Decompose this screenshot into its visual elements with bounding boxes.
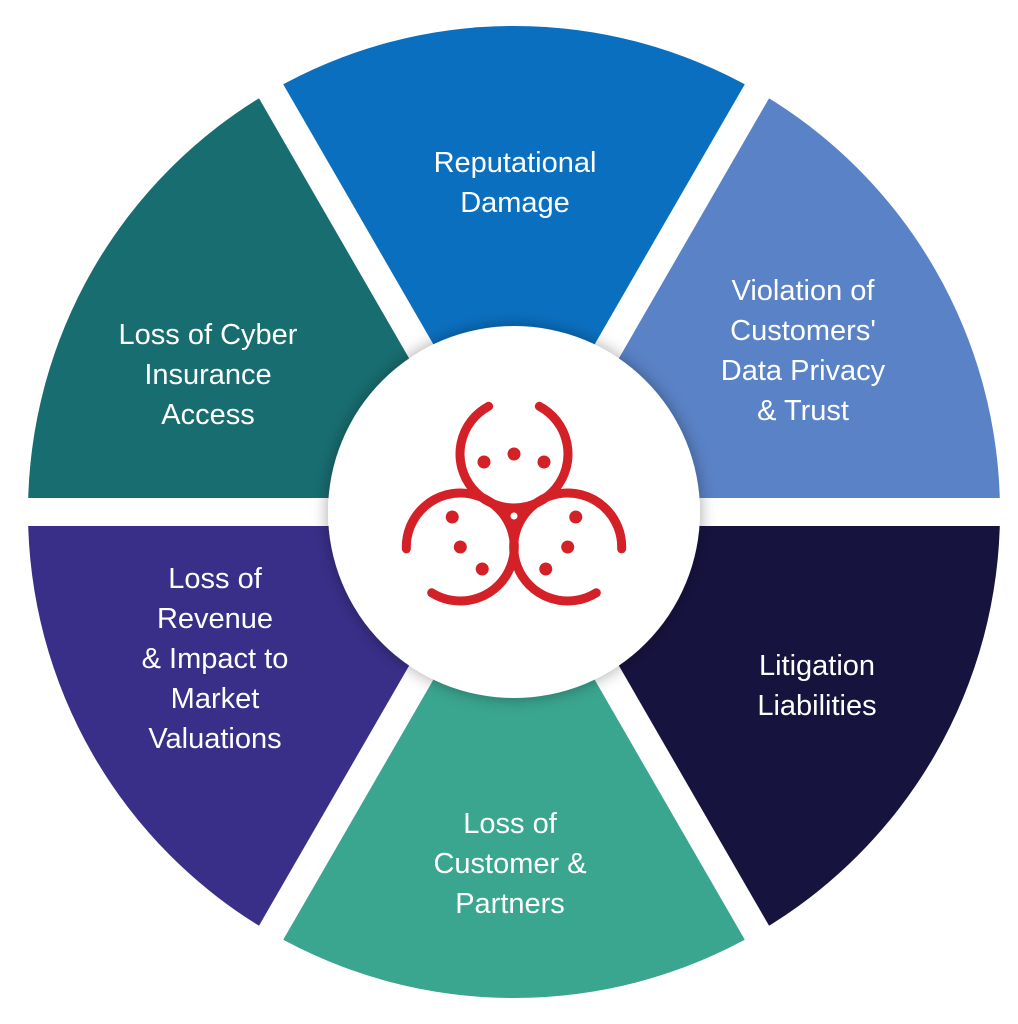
biohazard-dot <box>477 455 491 469</box>
segment-reputational-damage <box>271 25 757 512</box>
biohazard-dot <box>507 447 521 461</box>
biohazard-dot <box>561 540 575 554</box>
segment-label-customer-partners: Loss of Customer & Partners <box>433 808 587 920</box>
biohazard-dot <box>537 455 551 469</box>
segment-label-cyber-insurance: Loss of Cyber Insurance Access <box>118 319 298 431</box>
segment-label-reputational-damage: Reputational Damage <box>433 147 597 219</box>
biohazard-dot <box>445 510 459 524</box>
biohazard-center-ring <box>505 507 523 525</box>
biohazard-dot <box>475 562 489 576</box>
segment-label-revenue: Loss of Revenue & Impact to Market Valua… <box>141 563 289 755</box>
biohazard-dot <box>453 540 467 554</box>
segment-label-litigation: Litigation Liabilities <box>757 650 877 722</box>
biohazard-dot <box>569 510 583 524</box>
segment-customer-partners <box>271 512 757 999</box>
biohazard-icon <box>401 401 627 606</box>
biohazard-dot <box>539 562 553 576</box>
segment-label-data-privacy: Violation of Customers' Data Privacy & T… <box>720 275 886 427</box>
